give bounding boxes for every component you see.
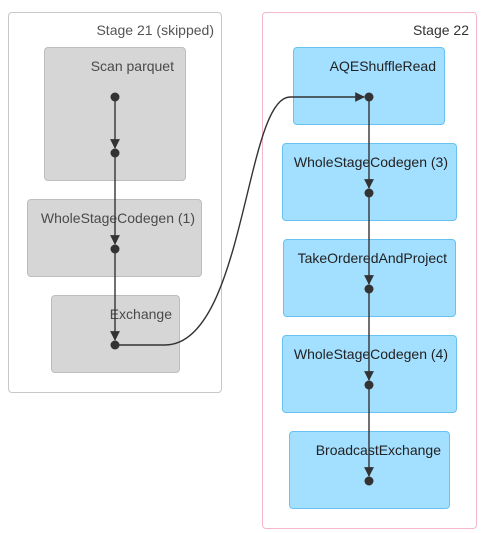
dot-broadcastexchange	[364, 476, 374, 486]
node-exchange-label: Exchange	[109, 306, 172, 322]
edge-exchange-to-aqeshuffleread	[115, 92, 365, 346]
node-aqeshuffleread[interactable]: AQEShuffleRead	[293, 47, 445, 125]
dot-scan-bottom	[110, 148, 120, 158]
node-takeorderedandproject-label: TakeOrderedAndProject	[297, 250, 447, 266]
node-wholestagecodegen-4-label: WholeStageCodegen (4)	[293, 346, 448, 362]
node-broadcastexchange-label: BroadcastExchange	[315, 442, 441, 458]
dot-wsc1	[110, 244, 120, 254]
stage-21-title: Stage 21 (skipped)	[96, 22, 214, 38]
dot-exchange	[110, 340, 120, 350]
dot-wsc3	[364, 188, 374, 198]
dot-takeorderedandproject	[364, 284, 374, 294]
dot-wsc4	[364, 380, 374, 390]
node-wholestagecodegen-3-label: WholeStageCodegen (3)	[293, 154, 448, 170]
node-wholestagecodegen-1-label: WholeStageCodegen (1)	[40, 210, 195, 226]
stage-22-title: Stage 22	[412, 22, 469, 38]
dot-scan-top	[110, 92, 120, 102]
dot-aqeshuffleread	[364, 92, 374, 102]
node-scan-parquet-label: Scan parquet	[90, 58, 174, 74]
node-aqeshuffleread-label: AQEShuffleRead	[329, 58, 436, 74]
